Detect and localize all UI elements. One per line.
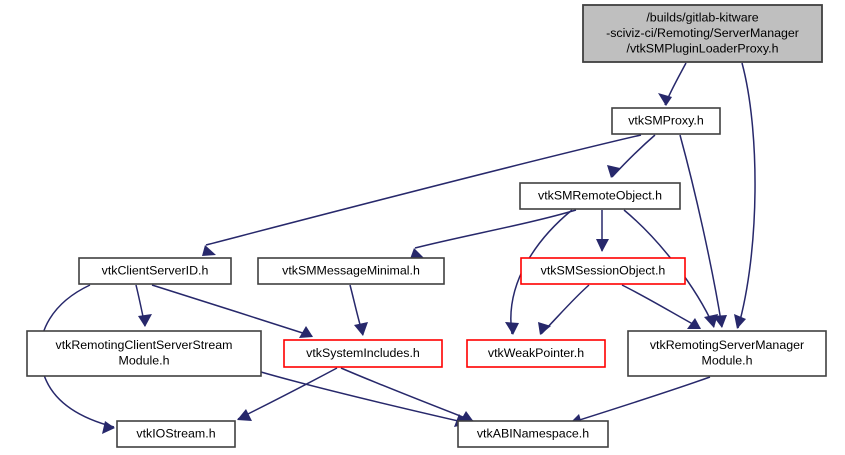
node-weakpointer[interactable]: vtkWeakPointer.h: [466, 339, 606, 368]
edge-smremoteobject-to-smmessageminimal: [410, 209, 577, 259]
node-label: vtkSystemIncludes.h: [306, 346, 420, 360]
node-box[interactable]: [519, 182, 681, 210]
edge-line: [151, 284, 313, 337]
arrowhead-icon: [505, 322, 519, 335]
arrowhead-icon: [704, 314, 718, 328]
edge-line: [679, 134, 723, 328]
edge-line: [611, 134, 656, 178]
edge-line: [205, 134, 642, 246]
node-box[interactable]: [116, 420, 236, 448]
node-label: vtkABINamespace.h: [477, 426, 589, 440]
edge-smsessionobject-to-remotingservermanagermodule: [621, 284, 701, 329]
arrowhead-icon: [299, 326, 313, 338]
edge-smmessageminimal-to-systemincludes: [349, 284, 368, 336]
node-box[interactable]: [78, 257, 232, 285]
edge-line: [260, 371, 468, 424]
edge-line: [340, 367, 474, 422]
node-label: vtkSMRemoteObject.h: [538, 188, 662, 202]
arrowhead-icon: [538, 322, 551, 335]
node-label: vtkRemotingServerManager: [650, 338, 804, 352]
node-box[interactable]: [26, 330, 262, 377]
node-label: vtkSMMessageMinimal.h: [282, 263, 420, 277]
node-smremoteobject[interactable]: vtkSMRemoteObject.h: [519, 182, 681, 210]
arrowhead-icon: [102, 421, 115, 434]
node-box[interactable]: [466, 339, 606, 368]
arrowhead-icon: [734, 314, 746, 329]
edge-clientserverid-to-remotingclientserverstreammodule: [135, 284, 152, 327]
edge-systemincludes-to-abinamespace: [340, 367, 474, 423]
node-label: vtkIOStream.h: [136, 426, 215, 440]
node-label: vtkWeakPointer.h: [488, 346, 584, 360]
arrowhead-icon: [237, 409, 252, 421]
edge-line: [569, 376, 711, 424]
edge-line: [621, 284, 701, 329]
arrowhead-icon: [687, 318, 701, 329]
arrowhead-icon: [138, 314, 152, 327]
node-box[interactable]: [611, 107, 721, 135]
edge-smremoteobject-to-smsessionobject: [596, 210, 609, 252]
node-box[interactable]: [627, 330, 827, 377]
edge-smproxy-to-clientserverid: [202, 134, 642, 256]
edge-smproxy-to-smremoteobject: [607, 134, 656, 178]
arrowhead-icon: [596, 239, 609, 252]
node-abinamespace[interactable]: vtkABINamespace.h: [457, 420, 609, 448]
node-label: Module.h: [119, 354, 170, 368]
edge-line: [737, 62, 756, 329]
arrowhead-icon: [658, 93, 672, 106]
node-label: vtkRemotingClientServerStream: [56, 338, 233, 352]
node-label: vtkSMProxy.h: [628, 113, 704, 127]
node-systemincludes[interactable]: vtkSystemIncludes.h: [283, 339, 443, 368]
node-label: vtkSMSessionObject.h: [541, 263, 666, 277]
edge-root-to-smproxy: [658, 62, 687, 106]
edge-smproxy-to-remotingservermanagermodule: [679, 134, 727, 328]
node-box[interactable]: [457, 420, 609, 448]
edge-root-to-remotingservermanagermodule: [734, 62, 756, 329]
node-smmessageminimal[interactable]: vtkSMMessageMinimal.h: [257, 257, 445, 285]
node-smsessionobject[interactable]: vtkSMSessionObject.h: [520, 257, 686, 285]
edge-line: [414, 209, 577, 249]
edge-remotingservermanagermodule-to-abinamespace: [569, 376, 711, 427]
arrowhead-icon: [354, 322, 368, 336]
node-box[interactable]: [582, 4, 823, 63]
node-box[interactable]: [257, 257, 445, 285]
node-label: Module.h: [702, 354, 753, 368]
edge-systemincludes-to-iostream: [237, 367, 338, 421]
edge-clientserverid-to-systemincludes: [151, 284, 313, 338]
edge-remotingclientserverstreammodule-to-abinamespace: [260, 371, 468, 427]
arrowhead-icon: [410, 248, 424, 259]
node-smproxy[interactable]: vtkSMProxy.h: [611, 107, 721, 135]
node-label: /vtkSMPluginLoaderProxy.h: [627, 41, 779, 55]
arrowhead-icon: [202, 245, 216, 256]
nodes-layer: /builds/gitlab-kitware -sciviz-ci/Remotin…: [26, 4, 827, 448]
node-box[interactable]: [283, 339, 443, 368]
node-label: vtkClientServerID.h: [102, 263, 209, 277]
node-iostream[interactable]: vtkIOStream.h: [116, 420, 236, 448]
edge-smsessionobject-to-weakpointer: [538, 284, 590, 335]
node-clientserverid[interactable]: vtkClientServerID.h: [78, 257, 232, 285]
node-root[interactable]: /builds/gitlab-kitware -sciviz-ci/Remotin…: [582, 4, 823, 63]
arrowhead-icon: [607, 165, 620, 178]
node-label: -sciviz-ci/Remoting/ServerManager: [606, 26, 799, 40]
node-box[interactable]: [520, 257, 686, 285]
node-label: /builds/gitlab-kitware: [646, 10, 758, 24]
